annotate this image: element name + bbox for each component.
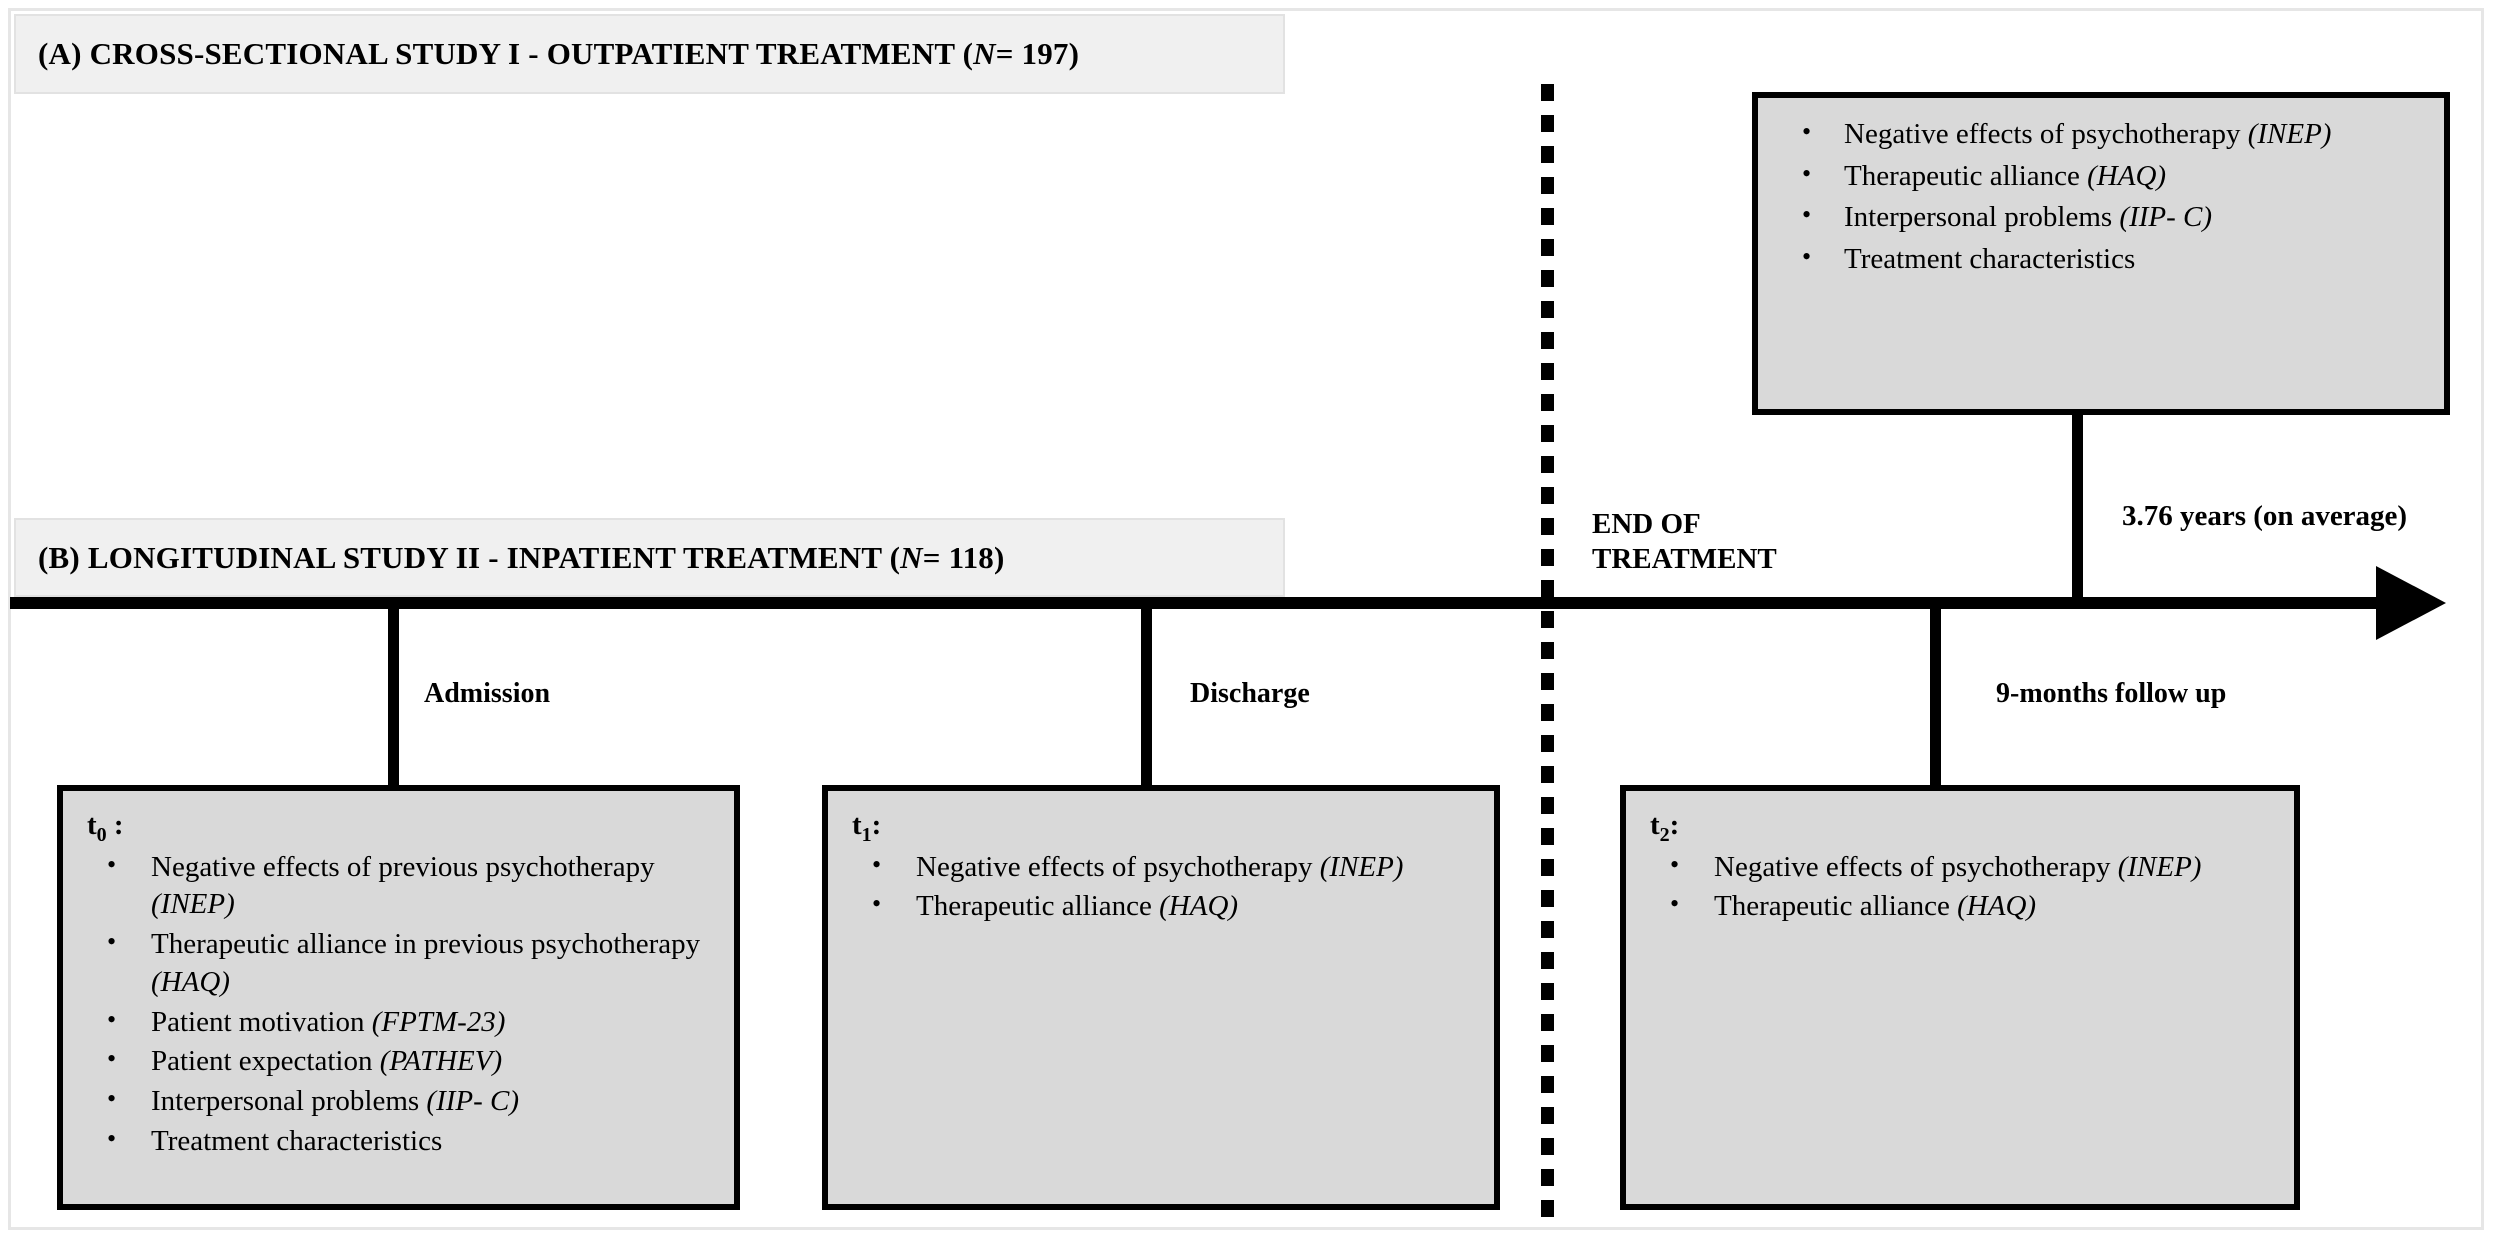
t0-measure-list: Negative effects of previous psychothera… — [85, 848, 712, 1161]
connector-study1-box — [2072, 413, 2083, 605]
list-item: Patient motivation (FPTM-23) — [85, 1003, 712, 1042]
timeline-arrow-icon — [2376, 566, 2446, 640]
connector-followup — [1930, 603, 1941, 787]
list-item: Patient expectation (PATHEV) — [85, 1042, 712, 1081]
end-of-treatment-line1: END OF — [1592, 508, 1701, 540]
t0-t: t — [87, 809, 97, 841]
measure-text: Negative effects of psychotherapy — [1844, 118, 2248, 150]
study-b-header-prefix: (B) LONGITUDINAL STUDY II - INPATIENT TR… — [38, 539, 901, 575]
study-a-header-italic: N — [973, 36, 996, 71]
measure-text: Interpersonal problems — [151, 1084, 427, 1117]
measure-text: Patient expectation — [151, 1045, 380, 1078]
t2-measures-box: t2: Negative effects of psychotherapy (I… — [1620, 785, 2300, 1210]
timeline-label-admission: Admission — [424, 678, 551, 709]
t2-subscript: 2 — [1659, 823, 1670, 846]
t1-measures-box: t1: Negative effects of psychotherapy (I… — [822, 785, 1500, 1210]
list-item: Therapeutic alliance (HAQ) — [1780, 157, 2422, 196]
measure-instrument: (HAQ) — [151, 965, 230, 998]
measure-instrument: (INEP) — [2117, 850, 2202, 883]
connector-discharge — [1141, 603, 1152, 787]
study-b-header-italic: N — [900, 539, 923, 575]
t1-subscript: 1 — [861, 823, 872, 846]
t1-t: t — [852, 809, 862, 841]
measure-instrument: (INEP) — [2247, 118, 2332, 150]
measure-instrument: (INEP) — [1319, 850, 1404, 883]
list-item: Therapeutic alliance (HAQ) — [1648, 887, 2272, 926]
measure-instrument: (HAQ) — [1957, 890, 2037, 923]
t0-colon: : — [106, 809, 124, 841]
measure-instrument: (IIP- C) — [426, 1084, 520, 1117]
study1-measures-box: Negative effects of psychotherapy (INEP)… — [1752, 92, 2450, 415]
t2-colon: : — [1669, 809, 1680, 841]
list-item: Negative effects of psychotherapy (INEP) — [1780, 115, 2422, 154]
study-b-header: (B) LONGITUDINAL STUDY II - INPATIENT TR… — [14, 518, 1285, 597]
end-of-treatment-divider — [1541, 84, 1554, 1217]
t0-timepoint-label: t0 : — [87, 809, 712, 847]
measure-text: Treatment characteristics — [151, 1124, 443, 1157]
measure-text: Therapeutic alliance — [1714, 890, 1958, 923]
t0-subscript: 0 — [96, 823, 107, 846]
list-item: Therapeutic alliance in previous psychot… — [85, 925, 712, 1001]
measure-text: Negative effects of psychotherapy — [1714, 850, 2118, 883]
list-item: Interpersonal problems (IIP- C) — [1780, 198, 2422, 237]
study-b-header-suffix: = 118) — [922, 539, 1005, 575]
measure-text: Therapeutic alliance — [1844, 159, 2088, 192]
list-item: Negative effects of previous psychothera… — [85, 848, 712, 924]
measure-text: Therapeutic alliance — [916, 890, 1160, 923]
timeline-label-followup: 9-months follow up — [1996, 678, 2227, 709]
list-item: Interpersonal problems (IIP- C) — [85, 1082, 712, 1121]
study-a-header: (A) CROSS-SECTIONAL STUDY I - OUTPATIENT… — [14, 14, 1285, 94]
t1-measure-list: Negative effects of psychotherapy (INEP)… — [850, 848, 1472, 926]
list-item: Negative effects of psychotherapy (INEP) — [850, 848, 1472, 887]
study-a-header-suffix: = 197) — [995, 36, 1080, 71]
measure-text: Negative effects of psychotherapy — [916, 850, 1320, 883]
list-item: Treatment characteristics — [1780, 240, 2422, 279]
measure-instrument: (FPTM-23) — [371, 1005, 506, 1038]
t2-measure-list: Negative effects of psychotherapy (INEP)… — [1648, 848, 2272, 926]
study-a-header-prefix: (A) CROSS-SECTIONAL STUDY I - OUTPATIENT… — [38, 36, 974, 71]
t2-t: t — [1650, 809, 1660, 841]
measure-text: Therapeutic alliance in previous psychot… — [151, 928, 701, 961]
timeline-axis — [10, 597, 2435, 609]
timeline-label-discharge: Discharge — [1190, 678, 1310, 709]
study1-measure-list: Negative effects of psychotherapy (INEP)… — [1780, 115, 2422, 279]
connector-admission — [388, 603, 399, 787]
measure-instrument: (PATHEV) — [379, 1045, 503, 1078]
list-item: Therapeutic alliance (HAQ) — [850, 887, 1472, 926]
t0-measures-box: t0 : Negative effects of previous psycho… — [57, 785, 740, 1210]
t1-colon: : — [871, 809, 882, 841]
measure-instrument: (IIP- C) — [2119, 201, 2213, 234]
end-of-treatment-label: END OF TREATMENT — [1592, 507, 1777, 578]
list-item: Treatment characteristics — [85, 1122, 712, 1161]
list-item: Negative effects of psychotherapy (INEP) — [1648, 848, 2272, 887]
measure-text: Treatment characteristics — [1844, 243, 2136, 276]
measure-text: Negative effects of previous psychothera… — [151, 850, 655, 883]
measure-instrument: (HAQ) — [1159, 890, 1239, 923]
measure-instrument: (HAQ) — [2087, 159, 2167, 192]
followup-duration-label: 3.76 years (on average) — [2122, 500, 2408, 532]
measure-text: Interpersonal problems — [1844, 201, 2120, 234]
measure-text: Patient motivation — [151, 1005, 372, 1038]
measure-instrument: (INEP) — [151, 888, 235, 921]
t1-timepoint-label: t1: — [852, 809, 1472, 847]
t2-timepoint-label: t2: — [1650, 809, 2272, 847]
end-of-treatment-line2: TREATMENT — [1592, 543, 1777, 576]
